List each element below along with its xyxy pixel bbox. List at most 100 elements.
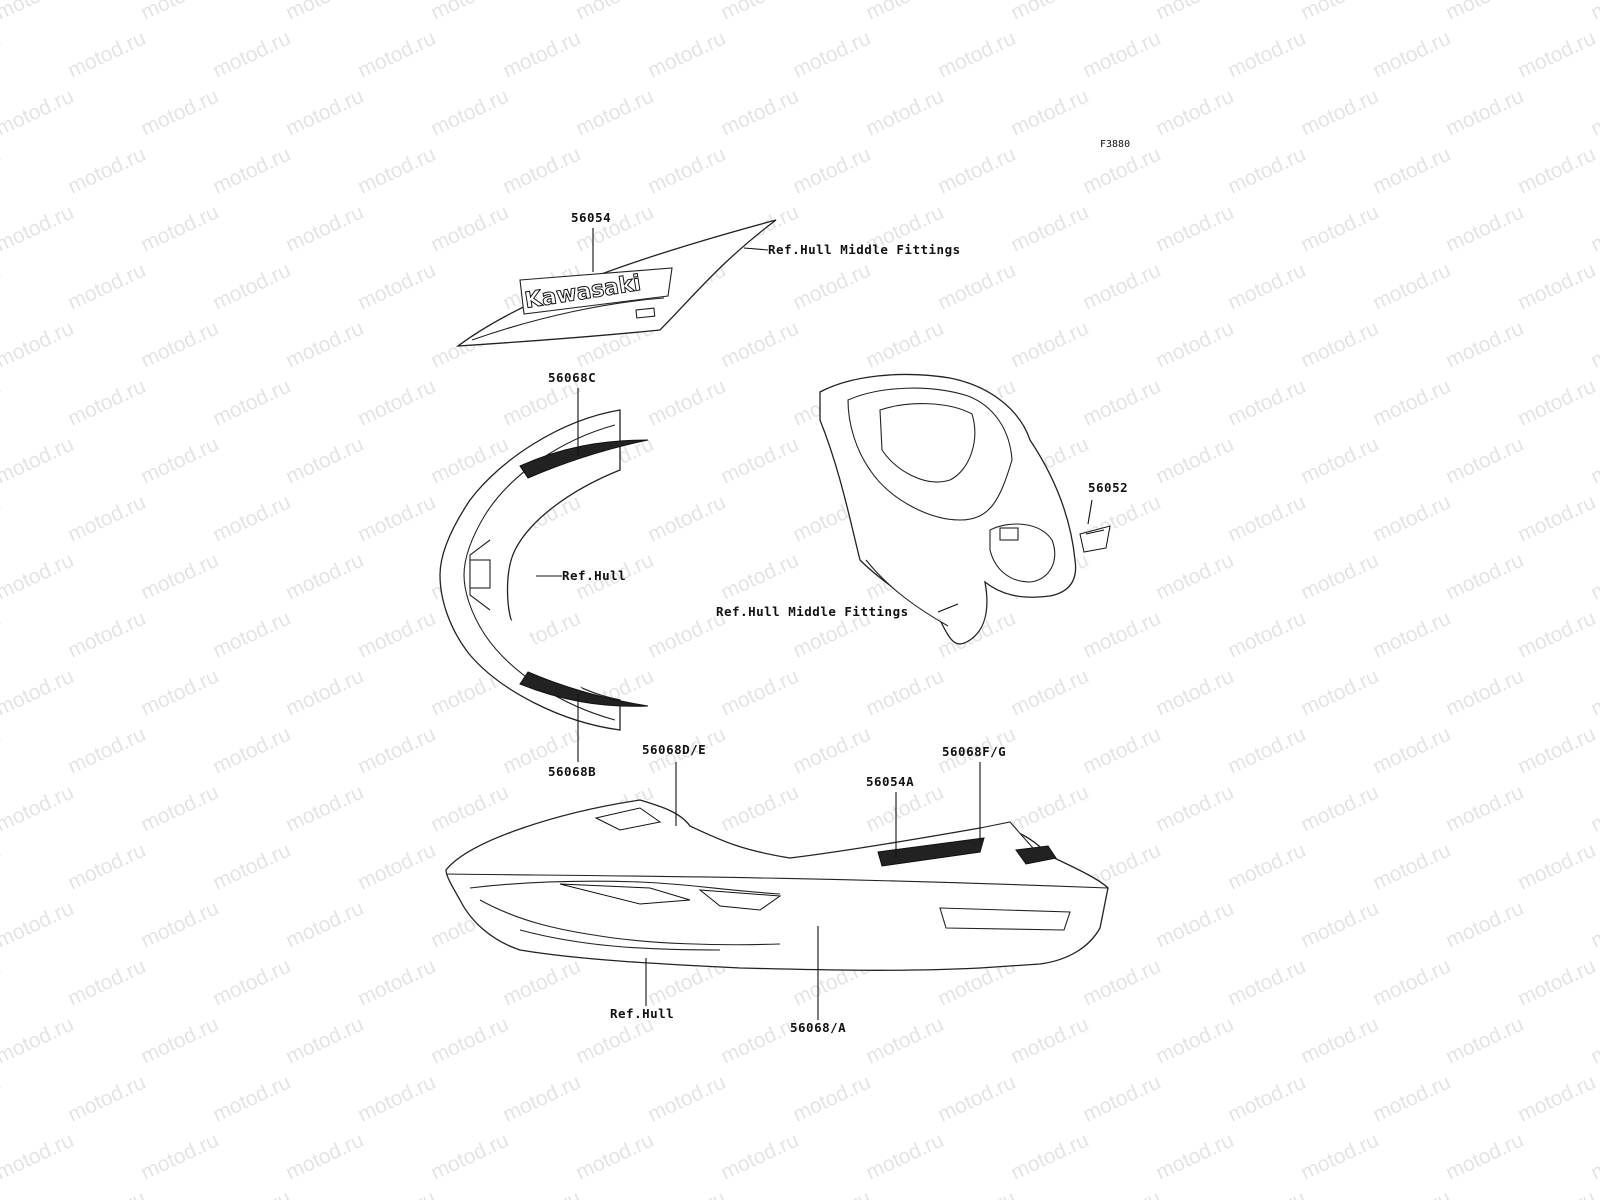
watermark-text: motod.ru	[282, 781, 367, 837]
watermark-text: motod.ru	[717, 0, 802, 25]
watermark-text: motod.ru	[717, 1129, 802, 1185]
watermark-text: motod.ru	[1297, 85, 1382, 141]
watermark-text: motod.ru	[427, 1129, 512, 1185]
watermark-text: motod.ru	[0, 607, 4, 663]
watermark-text: motod.ru	[354, 27, 439, 83]
label-56068a: 56068/A	[790, 1020, 846, 1035]
watermark-text: motod.ru	[64, 375, 149, 431]
watermark-text: motod.ru	[64, 1187, 149, 1200]
watermark-text: motod.ru	[1587, 433, 1600, 489]
watermark-text: motod.ru	[1442, 201, 1527, 257]
watermark-text: motod.ru	[1587, 201, 1600, 257]
watermark-text: motod.ru	[209, 259, 294, 315]
label-56068b: 56068B	[548, 764, 596, 779]
watermark-text: motod.ru	[1007, 85, 1092, 141]
watermark-text: motod.ru	[1297, 1129, 1382, 1185]
watermark-text: motod.ru	[934, 143, 1019, 199]
watermark-text: motod.ru	[499, 1187, 584, 1200]
watermark-text: motod.ru	[1224, 1071, 1309, 1127]
watermark-text: motod.ru	[137, 665, 222, 721]
watermark-text: motod.ru	[862, 0, 947, 25]
watermark-text: motod.ru	[1587, 549, 1600, 605]
watermark-text: motod.ru	[1152, 201, 1237, 257]
watermark-text: motod.ru	[499, 27, 584, 83]
watermark-text: motod.ru	[1079, 607, 1164, 663]
watermark-text: motod.ru	[209, 375, 294, 431]
watermark-text: motod.ru	[644, 27, 729, 83]
hull-middle-fittings-56052	[819, 373, 1111, 645]
watermark-text: motod.ru	[1224, 143, 1309, 199]
watermark-text: motod.ru	[1442, 433, 1527, 489]
watermark-text: motod.ru	[862, 781, 947, 837]
watermark-text: motod.ru	[1007, 1013, 1092, 1069]
watermark-text: motod.ru	[64, 1071, 149, 1127]
watermark-text: motod.ru	[0, 1071, 4, 1127]
watermark-text: motod.ru	[1587, 1129, 1600, 1185]
watermark-text: motod.ru	[1514, 723, 1599, 779]
watermark-text: motod.ru	[862, 317, 947, 373]
watermark-text: motod.ru	[1224, 259, 1309, 315]
watermark-text: motod.ru	[1297, 897, 1382, 953]
watermark-text: motod.ru	[1297, 317, 1382, 373]
watermark-text: motod.ru	[354, 955, 439, 1011]
watermark-text: motod.ru	[789, 1187, 874, 1200]
watermark-text: motod.ru	[572, 1129, 657, 1185]
watermark-text: motod.ru	[1514, 143, 1599, 199]
watermark-text: motod.ru	[137, 781, 222, 837]
watermark-text: motod.ru	[1079, 1187, 1164, 1200]
watermark-text: motod.ru	[1442, 549, 1527, 605]
watermark-text: motod.ru	[644, 491, 729, 547]
watermark-text: motod.ru	[282, 433, 367, 489]
watermark-text: motod.ru	[0, 781, 77, 837]
watermark-text: motod.ru	[1079, 955, 1164, 1011]
watermark-text: motod.ru	[282, 549, 367, 605]
watermark-text: motod.ru	[1514, 1187, 1599, 1200]
watermark-text: motod.ru	[934, 1187, 1019, 1200]
label-56054a: 56054A	[866, 774, 914, 789]
watermark-text: motod.ru	[1514, 259, 1599, 315]
watermark-text: motod.ru	[1514, 955, 1599, 1011]
watermark-text: motod.ru	[1152, 0, 1237, 25]
watermark-text: motod.ru	[354, 723, 439, 779]
watermark-text: motod.ru	[1442, 317, 1527, 373]
watermark-text: motod.ru	[64, 27, 149, 83]
watermark-text: motod.ru	[1514, 1071, 1599, 1127]
label-56054: 56054	[571, 210, 611, 225]
watermark-text: motod.ru	[137, 897, 222, 953]
watermark-text: motod.ru	[0, 259, 4, 315]
watermark-text: motod.ru	[0, 723, 4, 779]
watermark-text: motod.ru	[282, 665, 367, 721]
watermark-text: motod.ru	[1514, 839, 1599, 895]
watermark-text: motod.ru	[1442, 897, 1527, 953]
figure-code: F3880	[1100, 139, 1130, 150]
watermark-text: motod.ru	[644, 1187, 729, 1200]
watermark-text: motod.ru	[1152, 85, 1237, 141]
label-56052: 56052	[1088, 480, 1128, 495]
watermark-text: motod.ru	[499, 1071, 584, 1127]
watermark-text: motod.ru	[137, 201, 222, 257]
watermark-text: motod.ru	[1369, 955, 1454, 1011]
watermark-text: motod.ru	[209, 27, 294, 83]
watermark-text: motod.ru	[1297, 665, 1382, 721]
watermark-text: motod.ru	[1442, 1013, 1527, 1069]
watermark-text: motod.ru	[1297, 433, 1382, 489]
watermark-text: motod.ru	[862, 1129, 947, 1185]
watermark-text: motod.ru	[1587, 665, 1600, 721]
watermark-text: motod.ru	[1297, 781, 1382, 837]
watermark-text: motod.ru	[427, 781, 512, 837]
watermark-text: motod.ru	[717, 433, 802, 489]
watermark-text: motod.ru	[0, 85, 77, 141]
watermark-text: motod.ru	[934, 1071, 1019, 1127]
watermark-text: motod.ru	[354, 259, 439, 315]
watermark-text: motod.ru	[1514, 491, 1599, 547]
watermark-text: motod.ru	[862, 85, 947, 141]
watermark-text: motod.ru	[1369, 607, 1454, 663]
watermark-text: motod.ru	[282, 317, 367, 373]
watermark-text: motod.ru	[209, 607, 294, 663]
watermark-text: motod.ru	[1079, 259, 1164, 315]
label-ref-hull-middle: Ref.Hull Middle Fittings	[716, 604, 909, 619]
watermark-text: motod.ru	[1224, 955, 1309, 1011]
watermark-text: motod.ru	[0, 1129, 77, 1185]
watermark-text: motod.ru	[0, 1013, 77, 1069]
